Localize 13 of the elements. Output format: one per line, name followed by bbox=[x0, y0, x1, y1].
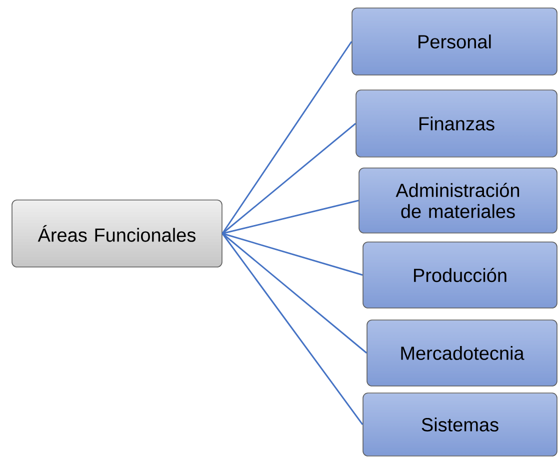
area-box: Personal bbox=[352, 8, 558, 76]
connector-line bbox=[222, 232, 363, 276]
main-box: Áreas Funcionales bbox=[12, 200, 222, 268]
area-box: Finanzas bbox=[356, 90, 558, 158]
connector-line bbox=[222, 232, 368, 354]
area-box: Administración de materiales bbox=[358, 168, 558, 234]
connector-line bbox=[222, 41, 352, 234]
area-box: Mercadotecnia bbox=[366, 320, 558, 386]
connector-line bbox=[222, 233, 364, 425]
area-box: Producción bbox=[362, 242, 558, 308]
area-box: Sistemas bbox=[362, 392, 558, 456]
connector-line bbox=[222, 122, 356, 234]
connector-line bbox=[222, 200, 359, 234]
